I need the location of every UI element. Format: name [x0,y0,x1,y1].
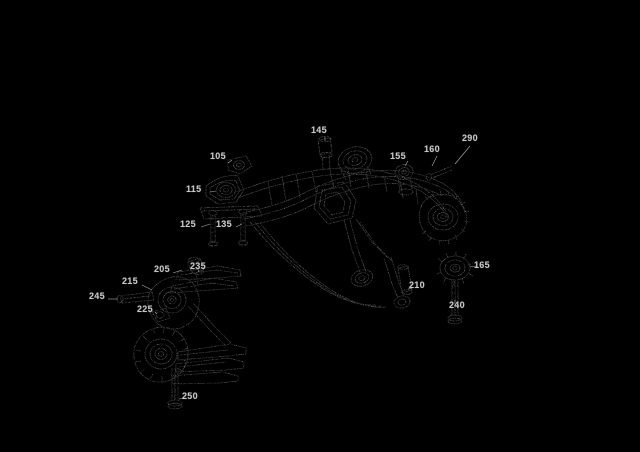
callout-125[interactable]: 125 [180,219,196,229]
callout-210[interactable]: 210 [409,280,425,290]
callout-165[interactable]: 165 [474,260,490,270]
callout-160[interactable]: 160 [424,144,440,154]
callout-215[interactable]: 215 [122,276,138,286]
callout-290[interactable]: 290 [462,133,478,143]
callout-250[interactable]: 250 [182,391,198,401]
callout-240[interactable]: 240 [449,300,465,310]
leader-lines [108,137,477,400]
callout-115[interactable]: 115 [186,184,202,194]
callout-205[interactable]: 205 [154,264,170,274]
callout-135[interactable]: 135 [216,219,232,229]
callout-145[interactable]: 145 [311,125,327,135]
callout-225[interactable]: 225 [137,304,153,314]
callout-155[interactable]: 155 [390,151,406,161]
callout-245[interactable]: 245 [89,291,105,301]
callout-235[interactable]: 235 [190,261,206,271]
callout-105[interactable]: 105 [210,151,226,161]
